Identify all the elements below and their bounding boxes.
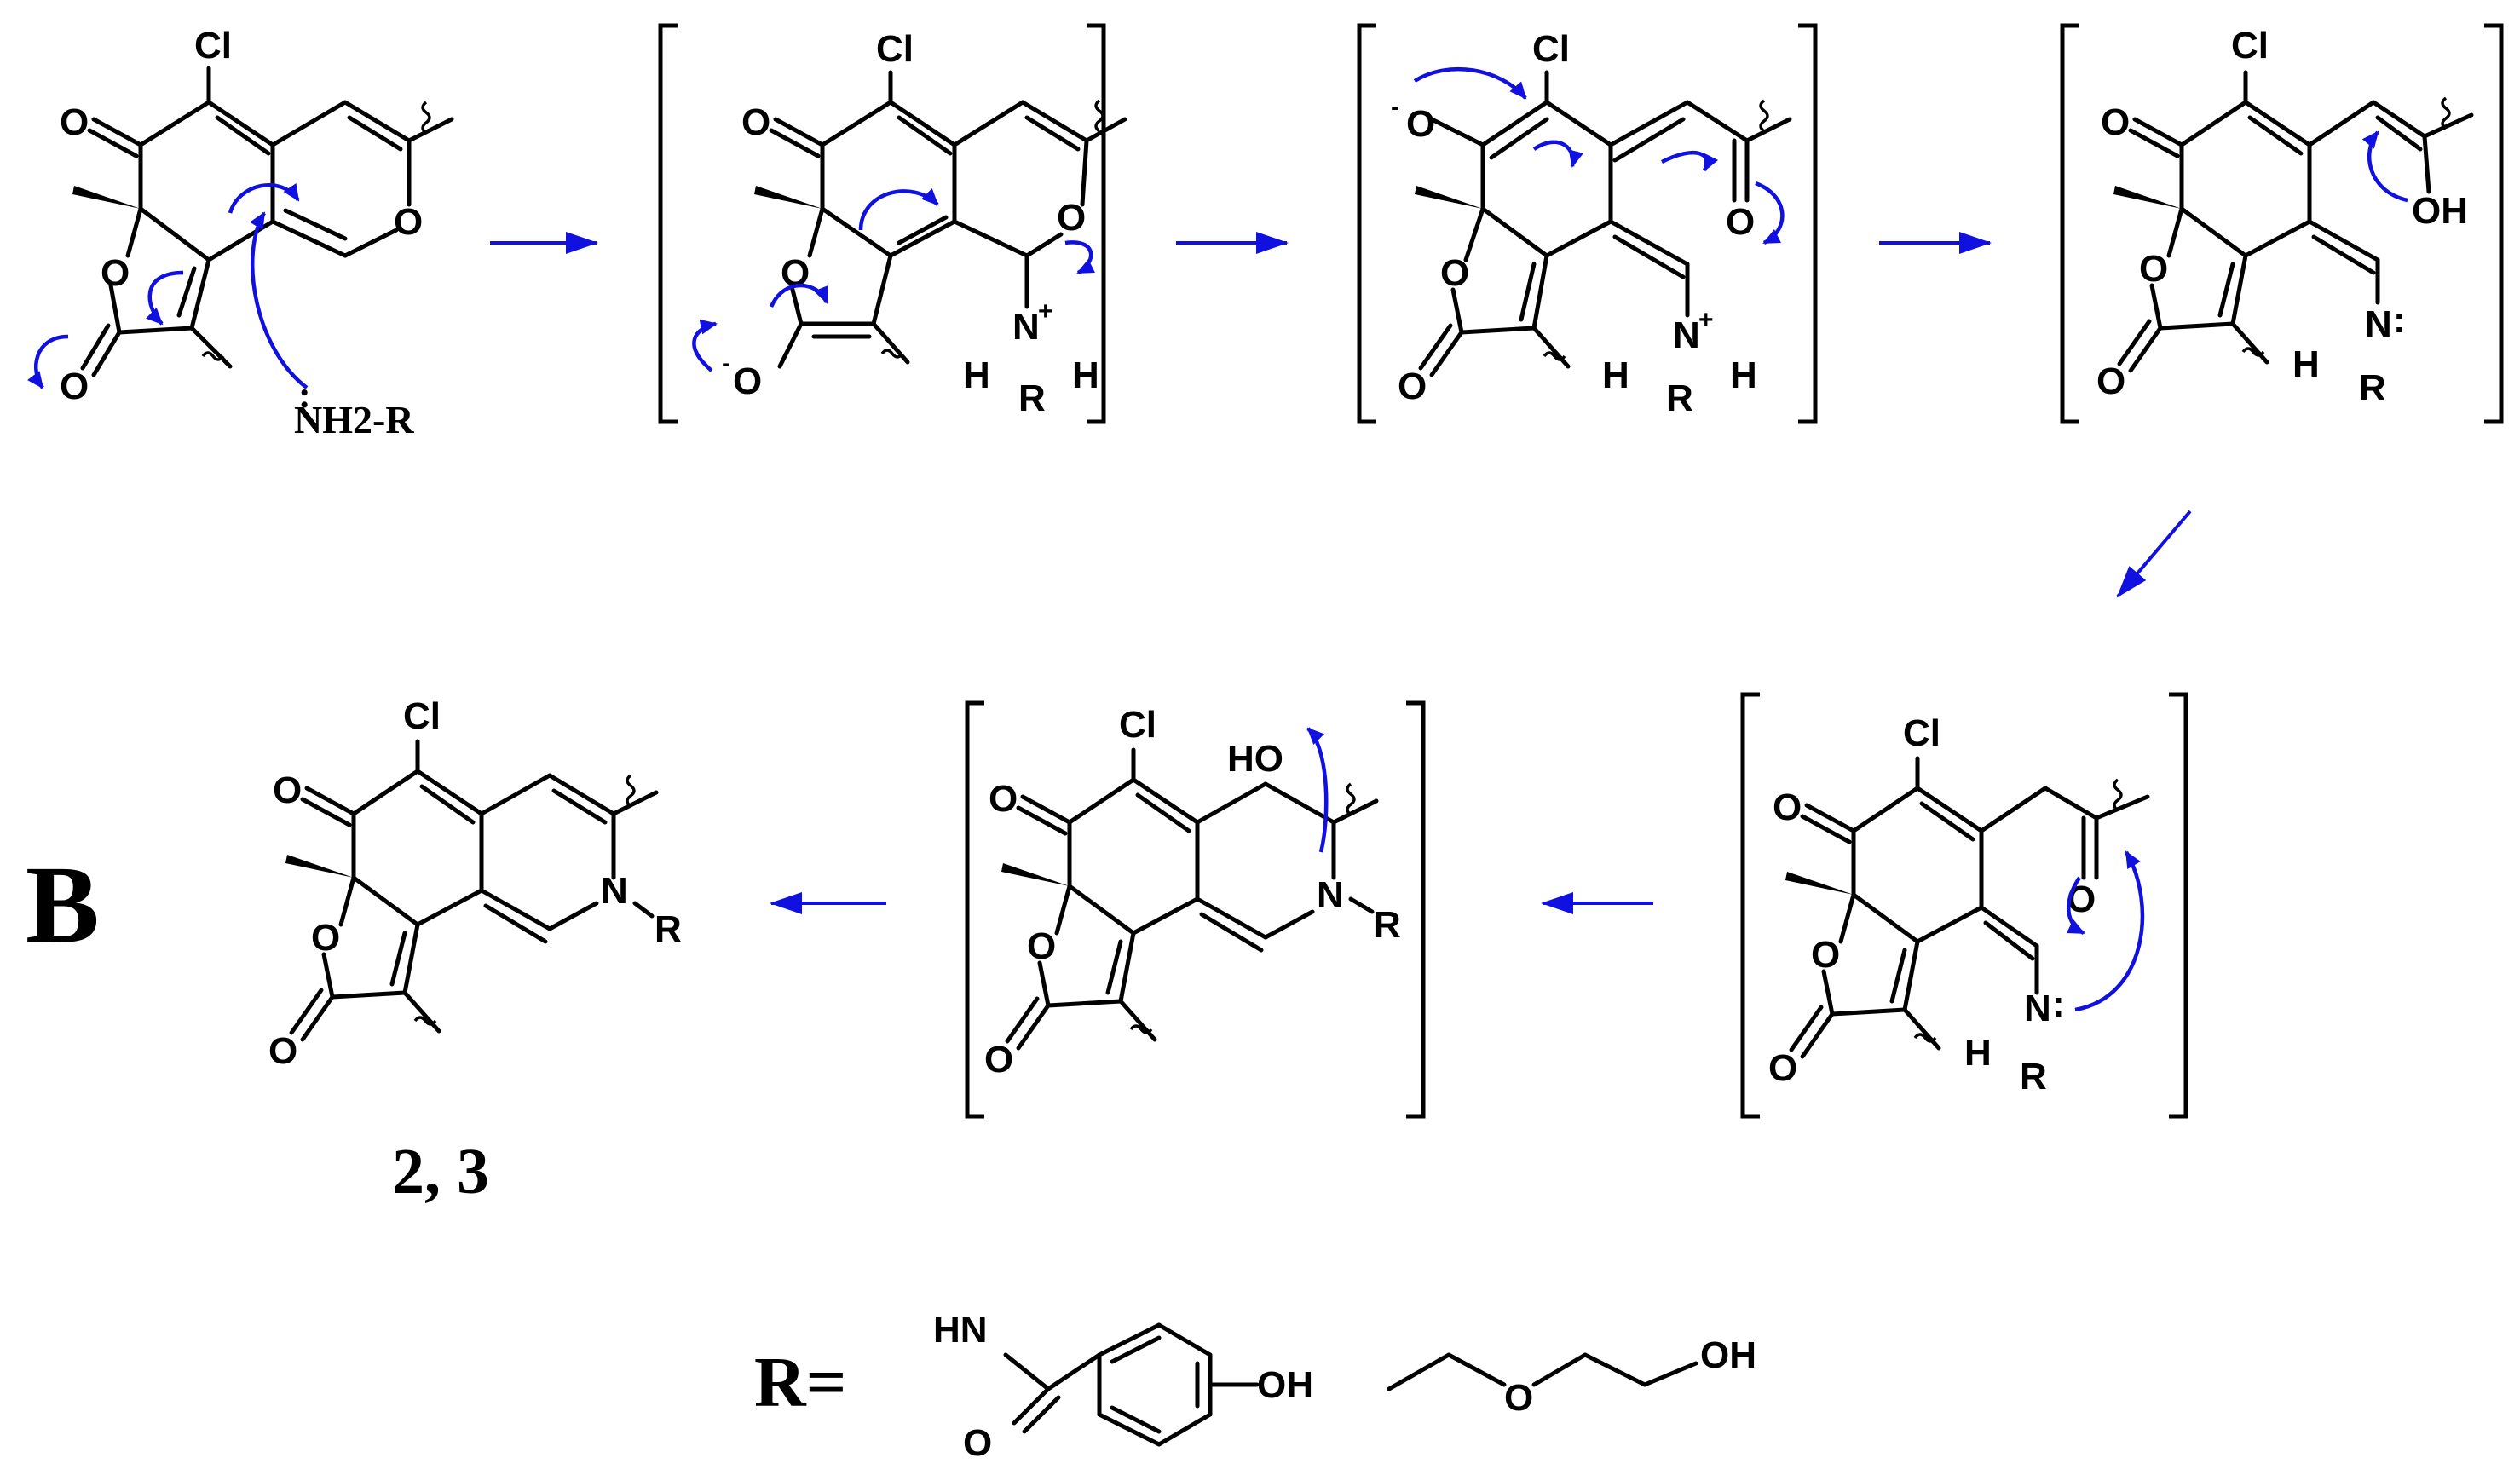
structure-intermediate-4: Cl O O O O N : H R [1740,692,2188,1119]
atom-hn: HN [933,1309,988,1351]
atom-r: R [1018,377,1046,419]
atom-cl: Cl [1532,28,1570,70]
atom-h: H [1730,354,1757,396]
structure-intermediate-3: Cl O O O OH N : H R [2060,23,2504,424]
atom-oh: OH [1700,1334,1756,1376]
atom-o: O [60,101,89,143]
structure-starting-material: Cl O O O O NH2-R : [27,25,454,441]
atom-n: N [1317,874,1344,916]
r-group-ethoxyethanol: O OH [1387,1334,1756,1419]
atom-o: O [268,1030,297,1072]
structure-intermediate-5: Cl O O O HO N R [965,700,1426,1119]
atom-cl: Cl [1903,712,1940,754]
lone-pair: : [2393,299,2406,341]
atom-o: O [101,252,130,294]
atom-n: N [2365,303,2392,345]
panel-letter: B [26,844,100,966]
structure-intermediate-2: Cl O - O O O N + H H R [1357,23,1818,424]
atom-o: O [989,778,1018,820]
atom-o: O [1440,252,1469,294]
atom-o: O [1811,934,1840,976]
atom-n: N [1012,306,1040,348]
atom-cl: Cl [876,28,914,70]
structure-intermediate-1: Cl O O O - O N + H H R [658,23,1127,424]
atom-r: R [2020,1056,2047,1098]
atom-r: R [2359,367,2386,409]
atom-o: O [1057,197,1086,239]
atom-o-minus: O [1406,103,1435,145]
atom-h: H [1072,354,1099,396]
atom-o: O [741,101,770,143]
atom-h: H [2292,343,2320,385]
atom-n: N [1673,314,1700,356]
atom-h: H [1964,1032,1992,1074]
charge-plus: + [1038,297,1053,326]
charge-minus: - [722,349,730,377]
r-group-hydroxybenzamide: HN O OH [933,1309,1313,1464]
atom-cl: Cl [2231,25,2269,66]
atom-cl: Cl [194,25,232,66]
atom-o: O [273,769,302,811]
charge-plus: + [1698,306,1714,334]
structure-product: Cl O O O N R [268,695,682,1072]
atom-o: O [2101,101,2130,143]
atom-o: O [984,1039,1013,1080]
lone-pair: : [2052,983,2065,1025]
r-definition-label: R= [754,1343,847,1422]
atom-cl: Cl [403,695,441,737]
atom-n: N [2024,988,2051,1029]
atom-ho: HO [1227,738,1283,780]
atom-o: O [394,201,423,243]
atom-h: H [963,354,990,396]
atom-r: R [655,908,682,950]
atom-oh: OH [1257,1364,1313,1406]
atom-o: O [1726,201,1755,243]
atom-o-minus: O [733,360,762,402]
atom-o: O [60,366,89,407]
atom-o: O [2096,360,2125,402]
atom-r: R [1374,904,1401,946]
atom-cl: Cl [1119,704,1156,746]
amine-nucleophile-label: NH2-R [294,398,414,441]
atom-oh: OH [2412,190,2468,232]
atom-o: O [963,1422,992,1464]
charge-minus: - [1391,93,1399,121]
atom-h: H [1602,354,1629,396]
atom-r: R [1666,377,1693,419]
atom-o: O [1027,925,1056,967]
atom-o: O [311,917,340,959]
atom-o: O [1773,786,1802,828]
atom-o: O [2067,879,2096,920]
atom-o: O [2139,248,2168,290]
atom-o: O [1768,1047,1797,1089]
reaction-arrow [2116,510,2192,598]
atom-o: O [1398,366,1427,407]
compound-numbers: 2, 3 [392,1136,489,1207]
atom-n: N [601,870,628,912]
atom-o: O [1504,1377,1533,1419]
